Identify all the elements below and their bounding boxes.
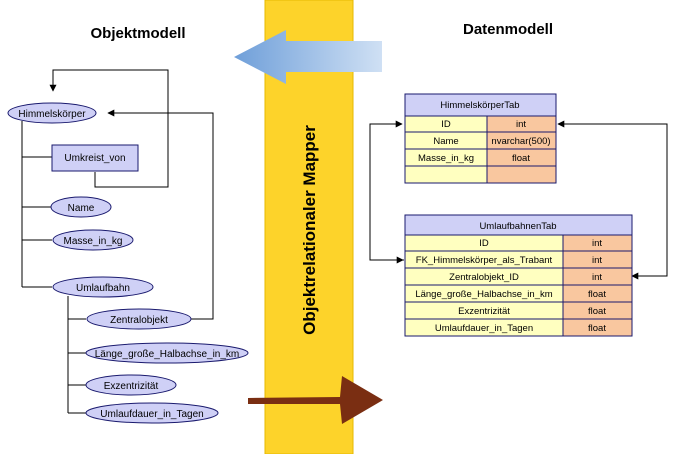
node-umlaufdauer-label: Umlaufdauer_in_Tagen (100, 409, 203, 420)
table1-row2-type: nvarchar(500) (491, 136, 550, 147)
table1-row1-col: ID (441, 119, 451, 130)
table2-row1-type: int (592, 238, 602, 249)
table1-row2-col: Name (433, 136, 458, 147)
table1-row3-type: float (512, 153, 530, 164)
node-masse-label: Masse_in_kg (64, 236, 123, 247)
node-himmelskoerper: Himmelskörper (7, 102, 97, 124)
node-himmelskoerper-label: Himmelskörper (18, 109, 86, 120)
table1-header: HimmelskörperTab (440, 100, 519, 111)
node-masse: Masse_in_kg (52, 229, 134, 251)
node-name-label: Name (68, 203, 95, 214)
table2-row3-col: Zentralobjekt_ID (449, 272, 519, 283)
node-zentralobjekt-label: Zentralobjekt (110, 315, 168, 326)
data-model-lines (369, 120, 668, 280)
table2-row4-type: float (588, 289, 606, 300)
node-umlaufdauer: Umlaufdauer_in_Tagen (85, 402, 219, 424)
node-umlaufbahn: Umlaufbahn (52, 276, 154, 298)
table2-row5-type: float (588, 306, 606, 317)
mapper-label: Objektrelationaler Mapper (300, 125, 319, 335)
node-umkreist-von: Umkreist_von (51, 144, 139, 172)
table2-row6-type: float (588, 323, 606, 334)
table2-row6-col: Umlaufdauer_in_Tagen (435, 323, 533, 334)
node-exzentrizitaet-label: Exzentrizität (104, 381, 159, 392)
table2-row2-type: int (592, 255, 602, 266)
table2-header: UmlaufbahnenTab (479, 221, 556, 232)
node-exzentrizitaet: Exzentrizität (85, 374, 177, 396)
objektmodell-title: Objektmodell (90, 25, 185, 42)
datenmodell-title: Datenmodell (463, 21, 553, 38)
blue-arrow-icon (234, 30, 382, 84)
node-name: Name (50, 196, 112, 218)
brown-arrow-icon (248, 376, 383, 424)
node-laenge: Länge_große_Halbachse_in_km (85, 342, 249, 364)
table2-row2-col: FK_Himmelskörper_als_Trabant (416, 255, 553, 266)
table1-row1-type: int (516, 119, 526, 130)
node-zentralobjekt: Zentralobjekt (86, 308, 192, 330)
table2-row3-type: int (592, 272, 602, 283)
node-umkreist-von-label: Umkreist_von (64, 153, 125, 164)
table2-row5-col: Exzentrizität (458, 306, 510, 317)
table-himmelskoerpertab: HimmelskörperTab ID int Name nvarchar(50… (404, 93, 557, 184)
table-umlaufbahnentab: UmlaufbahnenTab ID int FK_Himmelskörper_… (404, 214, 633, 337)
node-umlaufbahn-label: Umlaufbahn (76, 283, 130, 294)
table1-row3-col: Masse_in_kg (418, 153, 474, 164)
table2-row4-col: Länge_große_Halbachse_in_km (415, 289, 552, 300)
table2-row1-col: ID (479, 238, 489, 249)
node-laenge-label: Länge_große_Halbachse_in_km (95, 349, 240, 360)
object-model-lines (21, 69, 214, 414)
